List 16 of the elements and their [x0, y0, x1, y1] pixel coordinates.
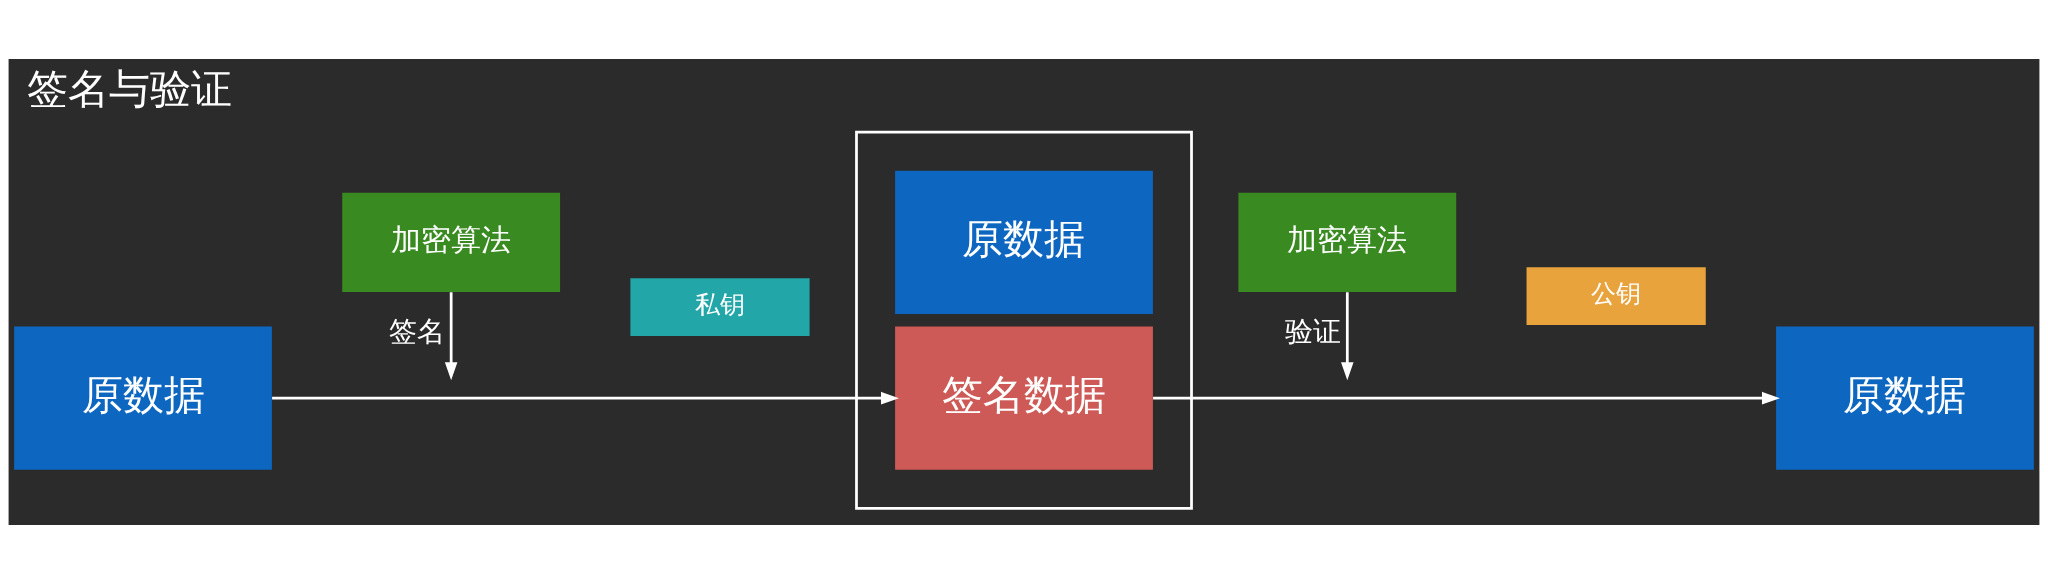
arrow	[272, 391, 899, 404]
node-box: 加密算法	[342, 192, 561, 292]
node-box: 原数据	[895, 170, 1153, 314]
arrow	[444, 291, 458, 380]
arrow	[1153, 391, 1780, 404]
cluster	[855, 130, 1193, 510]
node-box: 公钥	[1526, 266, 1706, 325]
node-box: 签名数据	[895, 325, 1153, 470]
arrow	[1341, 291, 1354, 380]
diagram-title: 签名与验证	[26, 64, 232, 113]
node-box: 加密算法	[1238, 192, 1457, 292]
node-box: 原数据	[14, 325, 272, 470]
edge-label: 验证	[1285, 314, 1342, 348]
node-box: 原数据	[1776, 325, 2034, 470]
node-box: 私钥	[630, 277, 810, 336]
edge-label: 签名	[389, 314, 446, 348]
